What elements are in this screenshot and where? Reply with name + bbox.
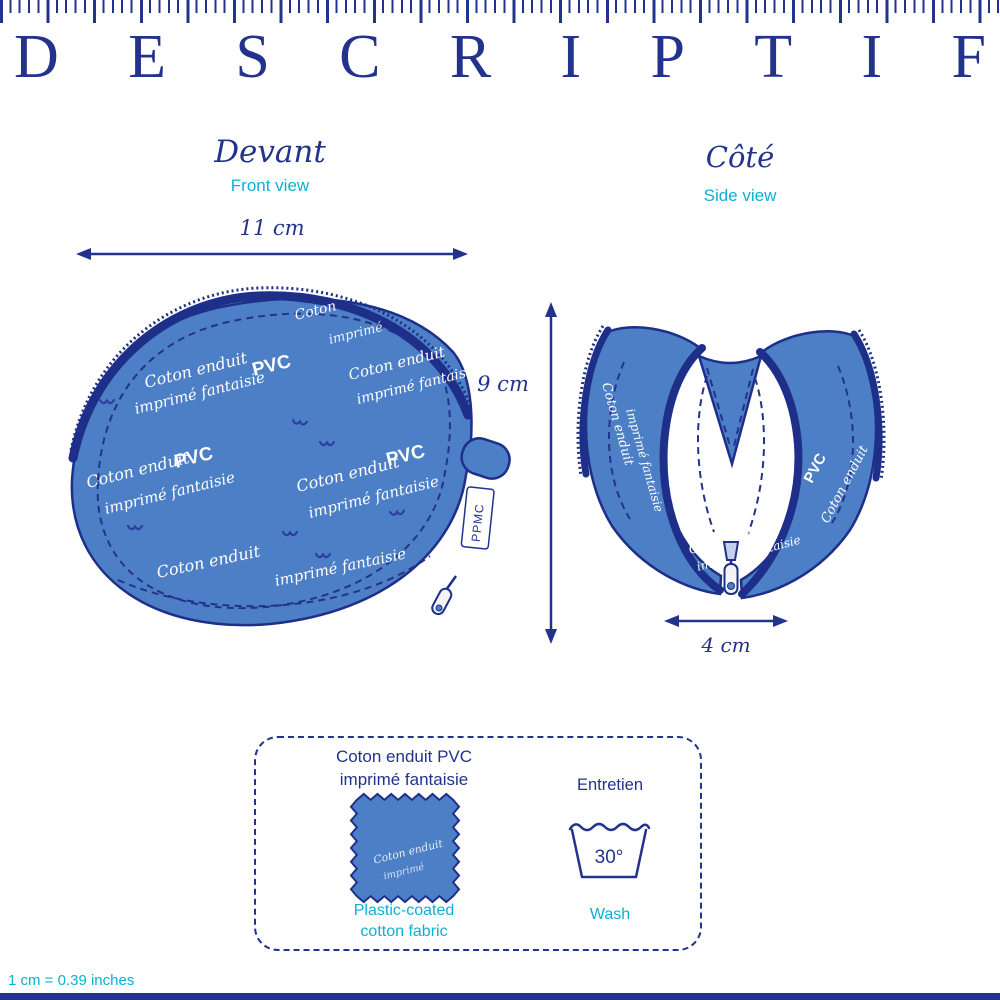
tag-text: PPMC	[469, 503, 487, 543]
fabric-care-box	[254, 736, 702, 951]
stitch-line-perimeter	[96, 312, 451, 610]
front-width-dimension-arrow	[76, 248, 468, 260]
stitch-left-inner	[696, 375, 715, 533]
swatch-zigzag-shape	[349, 792, 461, 904]
fabric-swatch: Coton enduit imprimé	[349, 792, 461, 904]
side-loop-tab	[460, 437, 511, 480]
stitch-line-bottom	[117, 555, 431, 608]
scale-note: 1 cm = 0.39 inches	[8, 972, 135, 989]
fabric-name-fr-line2: imprimé fantaisie	[339, 769, 469, 789]
front-height-dimension-arrow	[545, 302, 557, 644]
stitch-left-lobe	[608, 361, 631, 520]
front-width-label: 11 cm	[239, 216, 305, 240]
front-view-title: Devant	[214, 134, 326, 170]
side-width-label: 4 cm	[701, 633, 751, 657]
fabric-name-en-line1: Plastic-coated	[353, 902, 455, 919]
stitch-right-inner	[747, 377, 766, 535]
zipper-teeth-left	[576, 325, 605, 477]
front-height-label: 9 cm	[477, 372, 529, 396]
zipper-pull-icon	[431, 575, 458, 616]
zipper-band	[68, 291, 473, 463]
fabric-name-en-line2: cotton fabric	[360, 922, 448, 940]
pouch-front-view-drawing: Coton imprimé Coton enduit PVC imprimé f…	[68, 286, 511, 627]
fabric-name-fr: Coton enduit PVC imprimé fantaisie	[264, 746, 544, 792]
pouch-side-view-drawing: Coton enduit imprimé fantaisie PVC Coton…	[576, 325, 886, 600]
brand-tag: PPMC	[460, 486, 495, 550]
zipper-band-right-outer	[850, 330, 883, 482]
zipper-band-right	[738, 348, 803, 598]
fabric-name-en: Plastic-coated cotton fabric	[264, 901, 544, 943]
zipper-teeth-right	[857, 329, 886, 481]
zipper-band-left	[659, 344, 724, 594]
care-title-en: Wash	[589, 906, 631, 923]
wash-30-icon: 30°	[568, 822, 651, 879]
care-title: Entretien	[576, 776, 644, 794]
stitch-right-lobe	[831, 365, 854, 524]
bottom-bar	[0, 993, 1000, 1000]
fabric-name-fr-line1: Coton enduit PVC	[335, 747, 473, 766]
side-width-dimension-arrow	[664, 615, 788, 627]
front-view-subtitle: Front view	[230, 176, 310, 195]
wash-temperature: 30°	[595, 847, 624, 868]
zipper-teeth	[69, 286, 473, 451]
side-view-title: Côté	[705, 140, 775, 174]
zipper-pull-icon	[722, 541, 740, 595]
gusset-stitch	[706, 367, 754, 447]
ruler-graphic	[0, 0, 1000, 23]
side-view-subtitle: Side view	[703, 186, 777, 205]
zipper-band-left-outer	[579, 326, 612, 478]
